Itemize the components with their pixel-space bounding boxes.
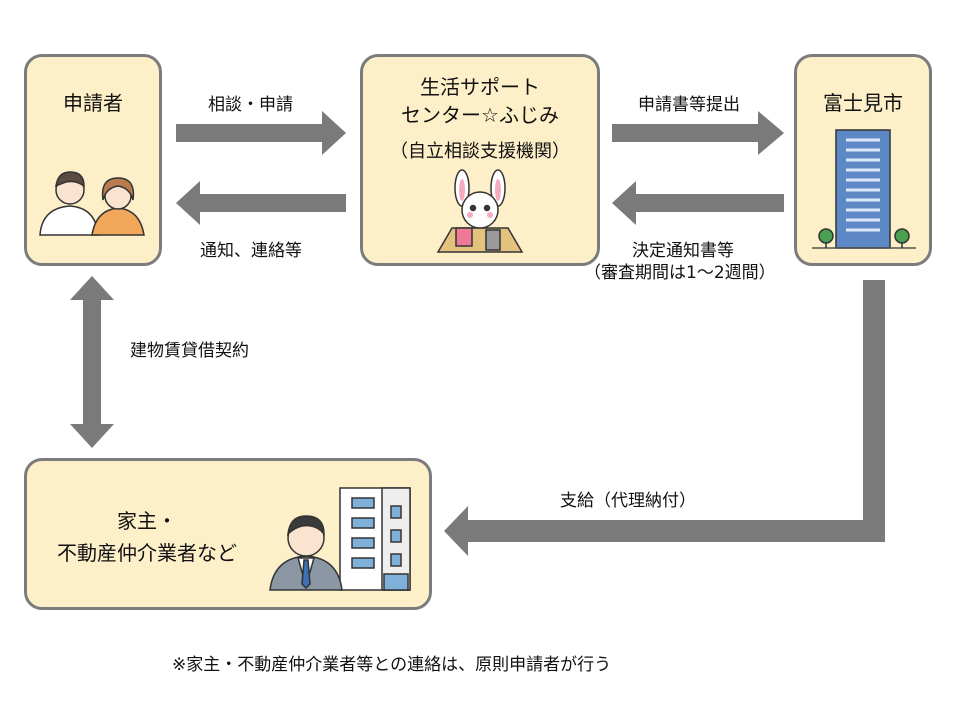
- label-decision-notice-line1: 決定通知書等: [632, 241, 734, 261]
- arrow-lease-contract: [70, 276, 114, 448]
- arrow-notify-contact: [176, 181, 346, 225]
- label-notify-contact: 通知、連絡等: [200, 241, 302, 261]
- landlord-title-line2: 不動産仲介業者など: [57, 541, 237, 565]
- label-consult-apply: 相談・申請: [208, 95, 293, 115]
- support-center-box: 生活サポート センター☆ふじみ （自立相談支援機関）: [360, 54, 600, 266]
- label-lease-contract: 建物賃貸借契約: [130, 341, 249, 361]
- apartment-building-illustration: [339, 487, 411, 591]
- support-center-title-line2: センター☆ふじみ: [401, 103, 559, 127]
- applicant-title: 申請者: [63, 91, 123, 115]
- label-payment: 支給（代理納付）: [560, 491, 696, 511]
- mascot-rabbit-illustration: [436, 169, 524, 253]
- support-center-title-line1: 生活サポート: [420, 75, 540, 99]
- label-decision-notice-line2: （審査期間は1～2週間）: [584, 263, 776, 283]
- city-title: 富士見市: [823, 91, 903, 115]
- arrow-payment: [444, 280, 885, 556]
- label-submit-application: 申請書等提出: [638, 95, 740, 115]
- landlord-title-line1: 家主・: [117, 509, 177, 533]
- city-hall-building-illustration: [812, 129, 916, 249]
- footnote: ※家主・不動産仲介業者等との連絡は、原則申請者が行う: [172, 655, 612, 675]
- landlord-person-illustration: [269, 515, 343, 591]
- applicant-people-illustration: [39, 171, 145, 236]
- arrow-consult-apply: [176, 111, 346, 155]
- support-center-subtitle: （自立相談支援機関）: [390, 141, 570, 162]
- arrow-decision-notice: [612, 181, 784, 225]
- arrow-submit-application: [612, 111, 784, 155]
